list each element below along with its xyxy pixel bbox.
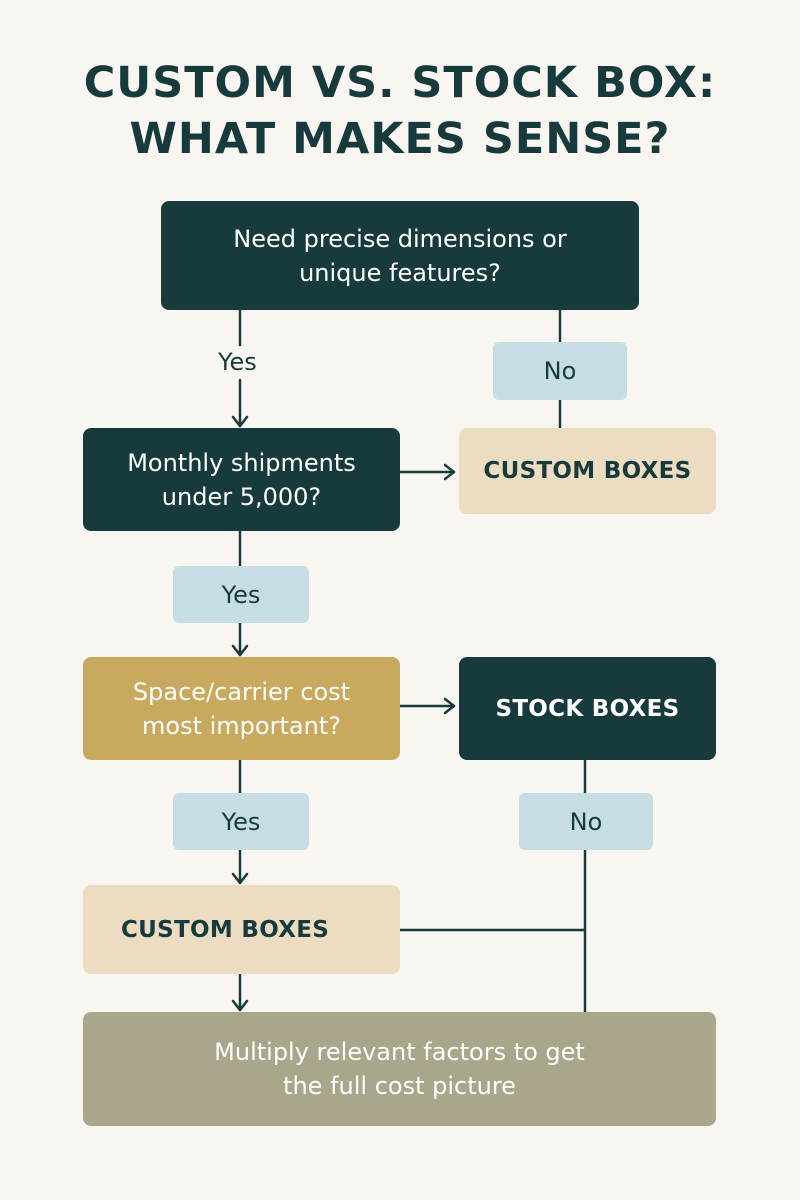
label-yes-1: Yes (218, 348, 257, 376)
label-no-2: No (519, 793, 653, 850)
result-custom-boxes-1: CUSTOM BOXES (459, 428, 716, 514)
result-stock-boxes: STOCK BOXES (459, 657, 716, 760)
label-yes-3: Yes (173, 793, 309, 850)
label-no-1: No (493, 342, 627, 400)
page-title-line-2: WHAT MAKES SENSE? (129, 114, 671, 164)
label-yes-2: Yes (173, 566, 309, 623)
result-custom-boxes-2: CUSTOM BOXES (83, 885, 400, 974)
page-title: CUSTOM VS. STOCK BOX: (83, 58, 717, 108)
